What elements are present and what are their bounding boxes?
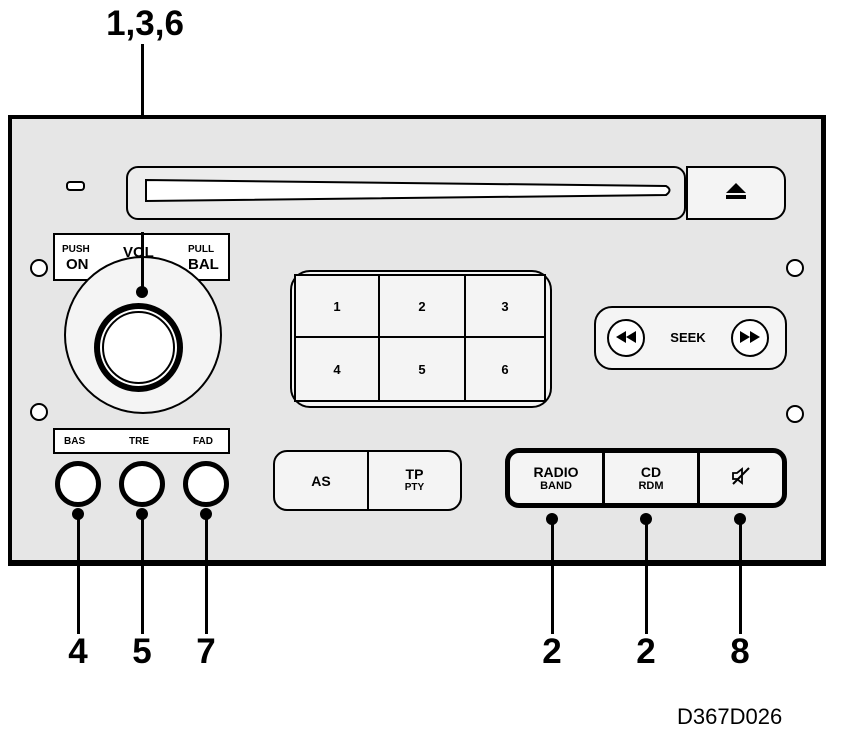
rewind-icon — [616, 330, 636, 346]
preset-button-4[interactable]: 4 — [294, 336, 380, 402]
preset-button-pad: 1 2 3 4 5 6 — [290, 270, 552, 408]
leader-line-tre — [141, 514, 144, 634]
seek-label: SEEK — [670, 330, 706, 345]
callout-tre: 5 — [132, 632, 152, 671]
leader-line-radio — [551, 519, 554, 634]
seek-forward-button[interactable] — [731, 319, 769, 357]
leader-dot-top-overlay — [136, 286, 148, 298]
callout-bas: 4 — [68, 632, 88, 671]
fader-knob[interactable] — [183, 461, 229, 507]
source-button-pad: RADIO BAND CD RDM — [505, 448, 787, 508]
seek-button-pad: SEEK — [594, 306, 787, 370]
preset-button-1[interactable]: 1 — [294, 274, 380, 338]
preset-button-2[interactable]: 2 — [378, 274, 466, 338]
preset-button-6[interactable]: 6 — [464, 336, 546, 402]
pty-label: PTY — [404, 482, 425, 493]
seek-back-button[interactable] — [607, 319, 645, 357]
mounting-hole-tl — [30, 259, 48, 277]
mounting-hole-bl — [30, 403, 48, 421]
callout-top: 1,3,6 — [106, 4, 184, 43]
rdm-label: RDM — [638, 479, 664, 492]
preset-button-5[interactable]: 5 — [378, 336, 466, 402]
fast-forward-icon — [740, 330, 760, 346]
band-label: BAND — [540, 479, 572, 492]
leader-line-fad — [205, 514, 208, 634]
tp-label: TP — [405, 466, 424, 482]
as-button[interactable]: AS — [275, 452, 367, 509]
preset-button-3[interactable]: 3 — [464, 274, 546, 338]
treble-knob[interactable] — [119, 461, 165, 507]
callout-mute: 8 — [730, 632, 750, 671]
cd-slot-opening — [145, 178, 671, 203]
cd-slot[interactable] — [126, 166, 686, 220]
tre-label: TRE — [129, 436, 149, 447]
leader-line-cd — [645, 519, 648, 634]
fad-label: FAD — [193, 436, 213, 447]
on-label: ON — [66, 256, 89, 273]
leader-line-top-overlay — [141, 232, 144, 290]
figure-id: D367D026 — [677, 704, 783, 729]
bas-label: BAS — [64, 436, 86, 447]
volume-knob-cap — [102, 311, 175, 384]
cd-label: CD — [640, 463, 662, 480]
mute-button[interactable] — [700, 453, 782, 503]
radio-band-button[interactable]: RADIO BAND — [510, 453, 602, 503]
push-label: PUSH — [62, 244, 90, 255]
callout-radio: 2 — [542, 632, 562, 671]
eject-button[interactable] — [686, 166, 786, 220]
callout-fad: 7 — [196, 632, 216, 671]
bass-knob[interactable] — [55, 461, 101, 507]
leader-line-bas — [77, 514, 80, 634]
eject-icon — [725, 182, 747, 205]
mounting-hole-br — [786, 405, 804, 423]
leader-line-mute — [739, 519, 742, 634]
cd-rdm-button[interactable]: CD RDM — [605, 453, 697, 503]
bal-label: BAL — [188, 256, 219, 273]
callout-cd: 2 — [636, 632, 656, 671]
pull-label: PULL — [188, 244, 215, 255]
source-divider-2 — [697, 453, 700, 503]
as-tp-divider — [367, 452, 369, 509]
source-divider-1 — [602, 453, 605, 503]
tone-label-panel: BAS TRE FAD — [53, 428, 230, 454]
as-label: AS — [311, 472, 331, 489]
radio-label: RADIO — [533, 463, 579, 480]
speaker-mute-icon — [730, 466, 752, 491]
mounting-hole-tr — [786, 259, 804, 277]
as-tp-button-pad: AS TP PTY — [273, 450, 462, 511]
indicator-led — [66, 181, 85, 191]
tp-button[interactable]: TP PTY — [369, 452, 460, 509]
